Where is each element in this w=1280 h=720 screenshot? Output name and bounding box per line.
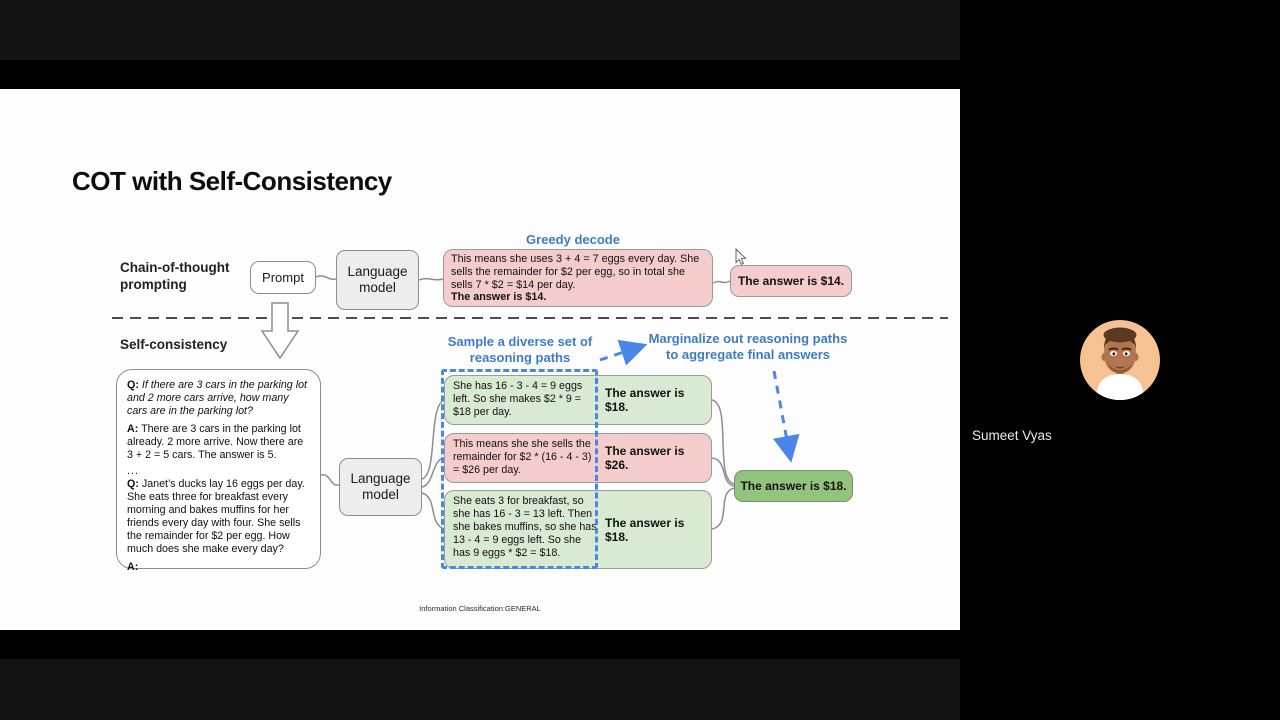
down-arrow-outline (260, 302, 300, 360)
mouse-cursor (735, 247, 747, 266)
prompt-ellipsis: ... (127, 464, 139, 477)
prompt-a1: A: There are 3 cars in the parking lot a… (127, 423, 304, 462)
classification-footer: Information Classification:GENERAL (419, 604, 541, 613)
greedy-decode-label: Greedy decode (526, 232, 620, 247)
cot-prompting-label: Chain-of-thought prompting (120, 260, 230, 292)
letterbox-bottom-black (0, 630, 960, 659)
reasoning-path-row: She eats 3 for breakfast, so she has 16 … (444, 490, 712, 569)
shared-slide: COT with Self-Consistency (0, 89, 960, 630)
slide-title: COT with Self-Consistency (72, 166, 392, 197)
letterbox-top (0, 0, 960, 60)
participant-video-tile[interactable]: Sumeet Vyas (960, 0, 1280, 720)
reasoning-path-row: This means she she sells the remainder f… (444, 433, 712, 483)
participant-avatar (1080, 320, 1160, 400)
letterbox-bottom (0, 659, 960, 720)
connector-prompt-to-lm (315, 275, 337, 281)
path-answer-text: The answer is $18. (605, 386, 685, 414)
connector-bubble-to-lm2 (320, 474, 340, 486)
connector-path1-to-final (711, 399, 735, 485)
participant-name-label: Sumeet Vyas (972, 428, 1052, 443)
path-reasoning-text: She has 16 - 3 - 4 = 9 eggs left. So she… (453, 380, 583, 418)
path-reasoning-text: She eats 3 for breakfast, so she has 16 … (453, 495, 597, 559)
connector-path3-to-final (711, 487, 735, 530)
connector-decode-to-answer (712, 280, 731, 284)
path-answer-text: The answer is $18. (605, 515, 685, 544)
path-answer-text: The answer is $26. (605, 444, 685, 472)
connector-path2-to-final (711, 457, 735, 487)
prompt-q1: Q: If there are 3 cars in the parking lo… (127, 379, 308, 418)
connector-lm2-to-path1 (421, 399, 445, 480)
final-answer-box: The answer is $18. (734, 470, 853, 502)
letterbox-top-black (0, 60, 960, 89)
connector-lm2-to-path2 (421, 457, 445, 488)
self-consistency-label: Self-consistency (120, 337, 228, 352)
prompt-q2: Q: Janet’s ducks lay 16 eggs per day. Sh… (127, 477, 305, 556)
connector-lm2-to-path3 (421, 492, 445, 530)
marginalize-label: Marginalize out reasoning paths to aggre… (648, 331, 848, 362)
dashed-arrow-marginalize-to-final (772, 370, 800, 463)
path-reasoning-text: This means she she sells the remainder f… (453, 438, 592, 476)
reasoning-path-row: She has 16 - 3 - 4 = 9 eggs left. So she… (444, 375, 712, 425)
few-shot-prompt-bubble: Q: If there are 3 cars in the parking lo… (116, 369, 321, 573)
connector-lm-to-decode (418, 277, 444, 281)
prompt-a2: A: (127, 561, 139, 574)
prompt-node: Prompt (250, 261, 316, 294)
sample-paths-label: Sample a diverse set of reasoning paths (447, 334, 593, 365)
greedy-decode-output-box: This means she uses 3 + 4 = 7 eggs every… (443, 249, 713, 307)
cot-answer-box: The answer is $14. (730, 265, 852, 297)
